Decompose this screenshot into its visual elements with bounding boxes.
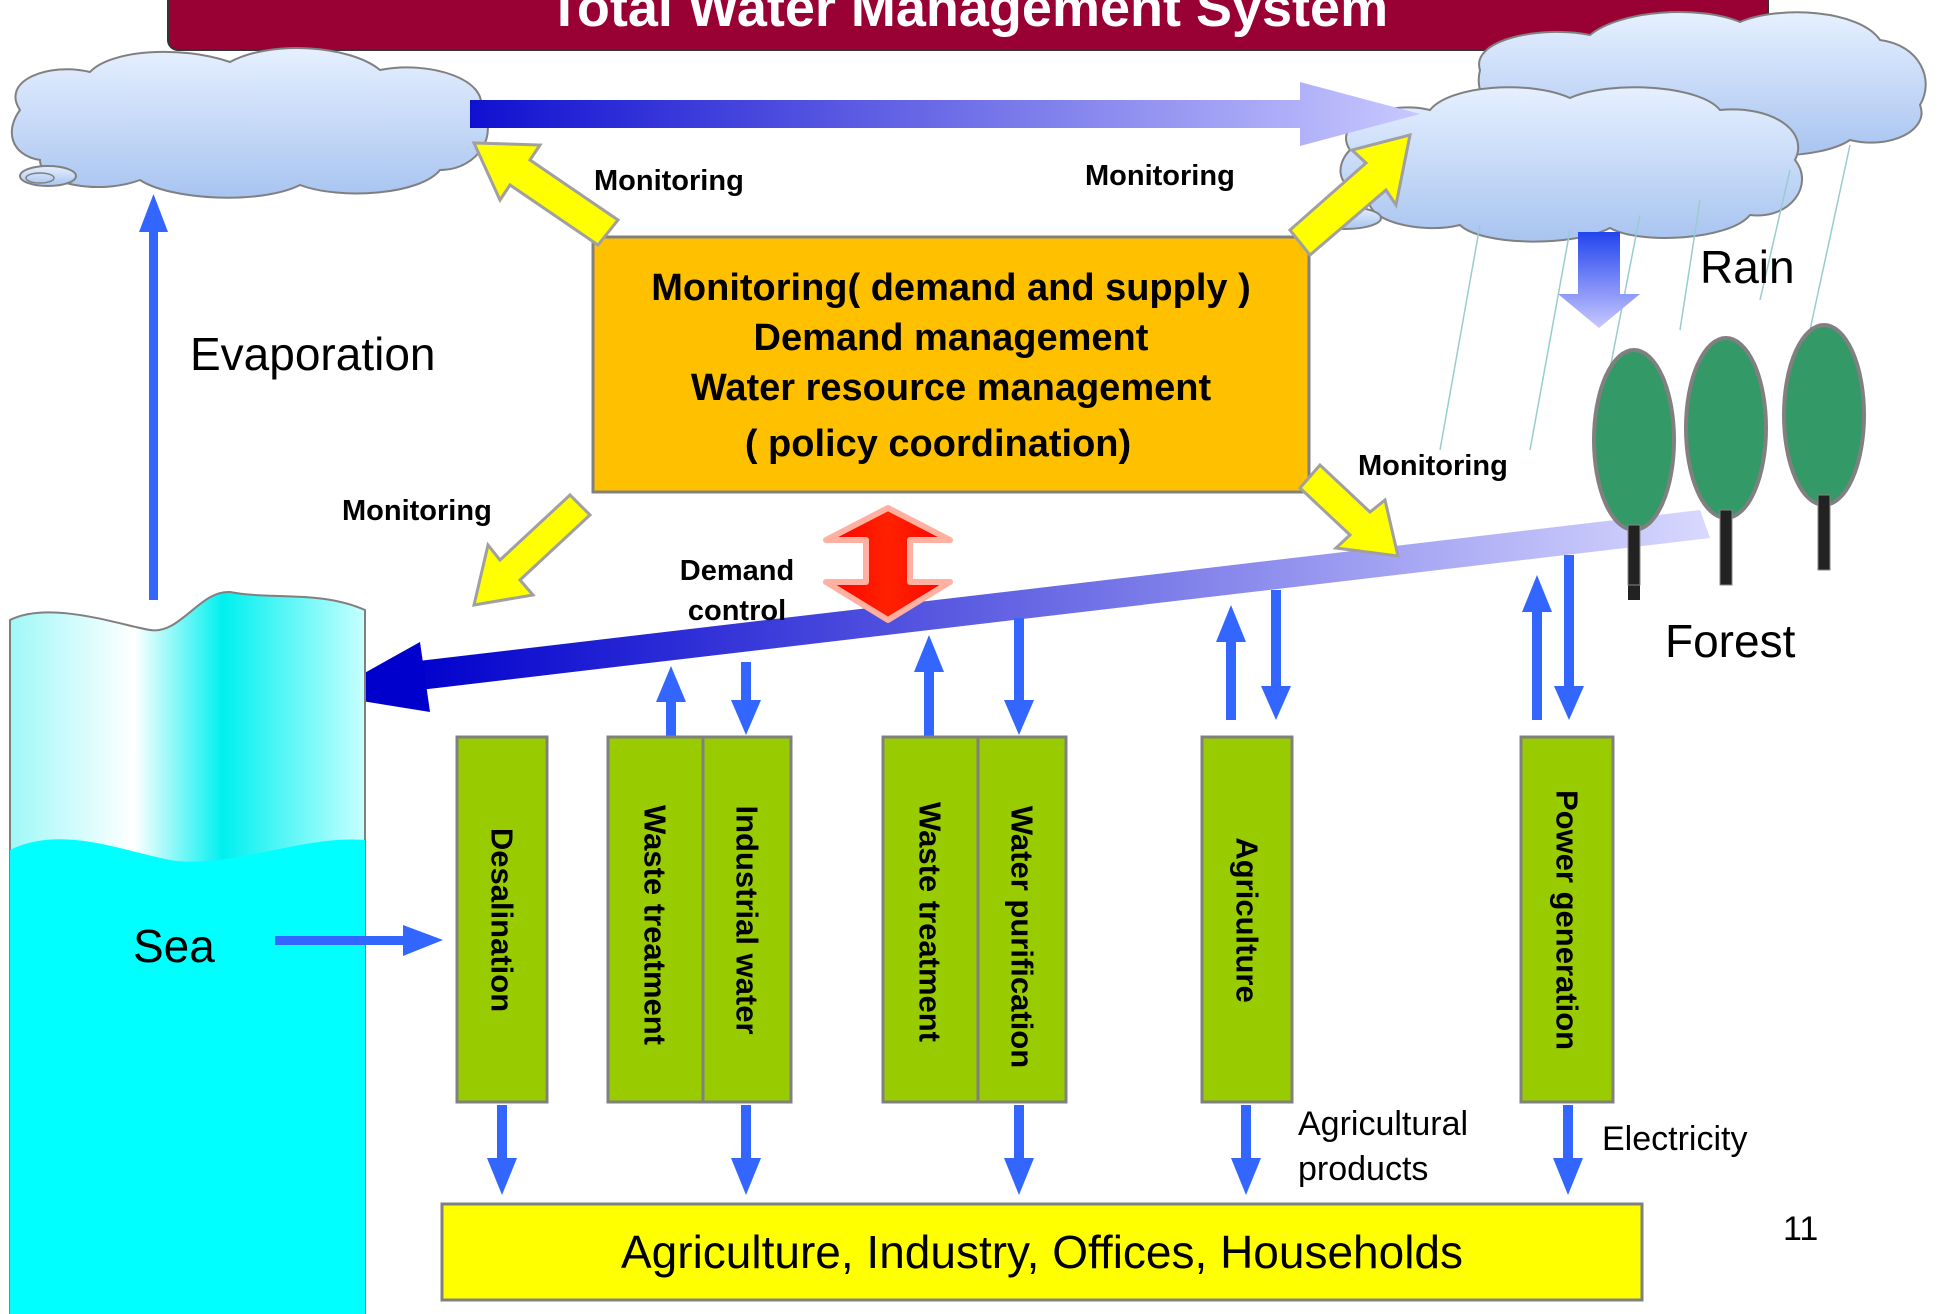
cloud-right-icon [1308, 11, 1927, 243]
title-bar: Total Water Management System [167, 0, 1769, 51]
monitoring-label-bottom-right: Monitoring [1358, 450, 1508, 482]
facility-waste-treatment-1-label: Waste treatment [638, 805, 673, 1045]
monitoring-arrow-top-left [471, 141, 621, 248]
sea-icon [9, 590, 366, 1314]
page-number: 11 [1783, 1210, 1818, 1248]
facility-flow-arrows [656, 555, 1584, 738]
sea-label: Sea [133, 920, 215, 972]
facility-industrial-water-label: Industrial water [730, 805, 765, 1034]
cloud-transport-arrow [470, 82, 1420, 146]
center-line-1: Monitoring( demand and supply ) [651, 267, 1251, 309]
supply-arrows [487, 1105, 1583, 1195]
monitoring-arrow-bottom-right [1297, 462, 1400, 558]
center-line-4: ( policy coordination) [745, 423, 1131, 465]
forest-icon [1592, 323, 1866, 600]
consumers-label: Agriculture, Industry, Offices, Househol… [621, 1226, 1463, 1278]
facility-power-generation-label: Power generation [1550, 790, 1585, 1050]
demand-control-label-2: control [688, 595, 786, 627]
management-box: Monitoring( demand and supply ) Demand m… [591, 235, 1311, 494]
agricultural-products-label-2: products [1298, 1150, 1428, 1188]
consumers-box: Agriculture, Industry, Offices, Househol… [440, 1202, 1644, 1302]
agricultural-products-label-1: Agricultural [1298, 1105, 1468, 1143]
facility-desalination-label: Desalination [485, 828, 520, 1012]
monitoring-arrow-bottom-left [472, 492, 593, 607]
monitoring-label-top-right: Monitoring [1085, 160, 1235, 192]
facility-agriculture-label: Agriculture [1230, 837, 1265, 1002]
evaporation-label: Evaporation [190, 328, 436, 380]
facility-industrial-water: Industrial water [701, 735, 793, 1104]
diagram-title: Total Water Management System [548, 0, 1388, 38]
cloud-left-icon [10, 47, 489, 199]
facility-water-purification-label: Water purification [1005, 806, 1040, 1068]
monitoring-label-bottom-left: Monitoring [342, 495, 492, 527]
facility-desalination: Desalination [455, 735, 549, 1104]
sea-to-desalination-arrow [275, 925, 443, 956]
facility-waste-treatment-2: Waste treatment [881, 735, 980, 1104]
rain-label: Rain [1700, 241, 1795, 293]
electricity-label: Electricity [1602, 1120, 1747, 1158]
center-line-2: Demand management [754, 317, 1149, 359]
evaporation-arrow [139, 194, 168, 600]
demand-control-arrow [823, 505, 953, 623]
facility-power-generation: Power generation [1519, 735, 1615, 1104]
monitoring-label-top-left: Monitoring [594, 165, 744, 197]
center-line-3: Water resource management [691, 367, 1212, 409]
facility-waste-treatment-1: Waste treatment [606, 735, 705, 1104]
facility-agriculture: Agriculture [1200, 735, 1294, 1104]
monitoring-arrow-top-right [1287, 132, 1412, 258]
facility-water-purification: Water purification [976, 735, 1068, 1104]
facility-waste-treatment-2-label: Waste treatment [913, 802, 948, 1042]
demand-control-label-1: Demand [680, 555, 794, 587]
rain-arrow [1558, 232, 1640, 328]
forest-label: Forest [1665, 615, 1796, 667]
